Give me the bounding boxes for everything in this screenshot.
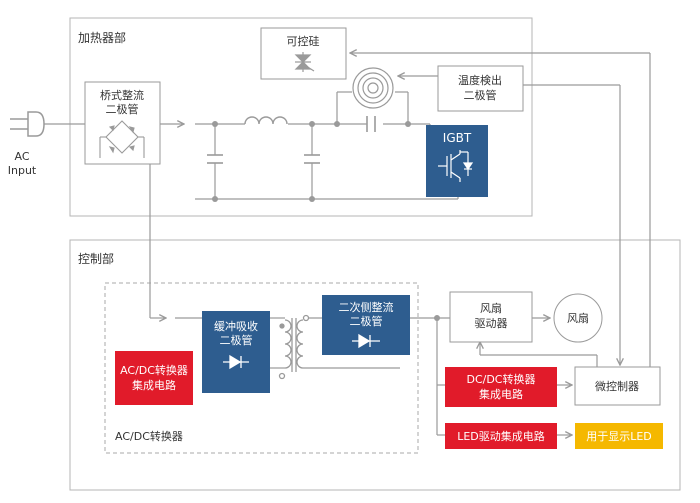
fan-label: 风扇 [567, 311, 589, 325]
acdc-ic-label-line1: AC/DC转换器 [120, 363, 188, 377]
fan-circle [553, 293, 603, 343]
ac-plug-icon [10, 111, 45, 137]
bus-junction-dot [434, 315, 440, 321]
fan-driver-label-line1: 风扇 [480, 301, 502, 315]
fan-driver-label-line2: 驱动器 [475, 317, 508, 330]
thyristor-icon [294, 52, 315, 72]
mcu-box [574, 366, 661, 406]
led-driver-ic-box [445, 423, 557, 449]
inductor-symbol [244, 116, 288, 125]
control-section-title: 控制部 [78, 251, 114, 266]
control-wiring [175, 53, 651, 435]
acdc-converter-frame [104, 282, 419, 454]
igbt-symbol-icon [438, 150, 474, 182]
heater-section-title: 加热器部 [78, 30, 126, 45]
mcu-label: 微控制器 [595, 379, 639, 393]
led-display-label: 用于显示LED [586, 430, 652, 443]
temp-detect-diode-label-line2: 二极管 [464, 88, 497, 102]
fan-driver-box [449, 291, 533, 343]
snubber-diode-label-line1: 缓冲吸收 [214, 319, 258, 333]
secondary-rectifier-diode-box [322, 295, 410, 355]
igbt-label: IGBT [443, 131, 472, 145]
secondary-rectifier-diode-icon [352, 333, 380, 349]
heater-wiring [44, 91, 459, 318]
temp-detect-diode-box [437, 65, 524, 112]
snubber-diode-label-line2: 二极管 [220, 333, 253, 347]
acdc-converter-label: AC/DC转换器 [115, 429, 183, 443]
secondary-rectifier-label-line2: 二极管 [350, 314, 383, 328]
capacitor-symbols [207, 116, 376, 164]
dcdc-ic-label-line2: 集成电路 [479, 387, 523, 401]
secondary-rectifier-label-line1: 二次侧整流 [339, 300, 394, 314]
control-section-frame [69, 239, 681, 491]
dcdc-ic-box [445, 367, 557, 407]
led-display-box [575, 423, 663, 449]
temp-detect-diode-label-line1: 温度検出 [458, 73, 502, 87]
bridge-rectifier-label-line2: 二极管 [106, 102, 139, 116]
led-driver-ic-label: LED驱动集成电路 [457, 429, 545, 443]
dcdc-ic-label-line1: DC/DC转换器 [466, 372, 535, 386]
igbt-box [426, 125, 488, 197]
ac-input-label-line2: Input [8, 164, 37, 177]
acdc-ic-box [115, 351, 193, 405]
ac-input-label-line1: AC [14, 150, 29, 163]
bridge-diode-icon [99, 120, 145, 158]
thyristor-label: 可控硅 [287, 34, 320, 48]
snubber-diode-box [202, 311, 270, 393]
induction-coil-icon [352, 67, 394, 109]
bridge-rectifier-label-line1: 桥式整流 [100, 88, 144, 102]
snubber-diode-icon [223, 354, 249, 370]
bridge-rectifier-box [84, 81, 161, 165]
transformer-icon [278, 314, 310, 380]
junction-dots [212, 121, 411, 202]
heater-section-frame [69, 17, 533, 217]
acdc-ic-label-line2: 集成电路 [132, 378, 176, 392]
